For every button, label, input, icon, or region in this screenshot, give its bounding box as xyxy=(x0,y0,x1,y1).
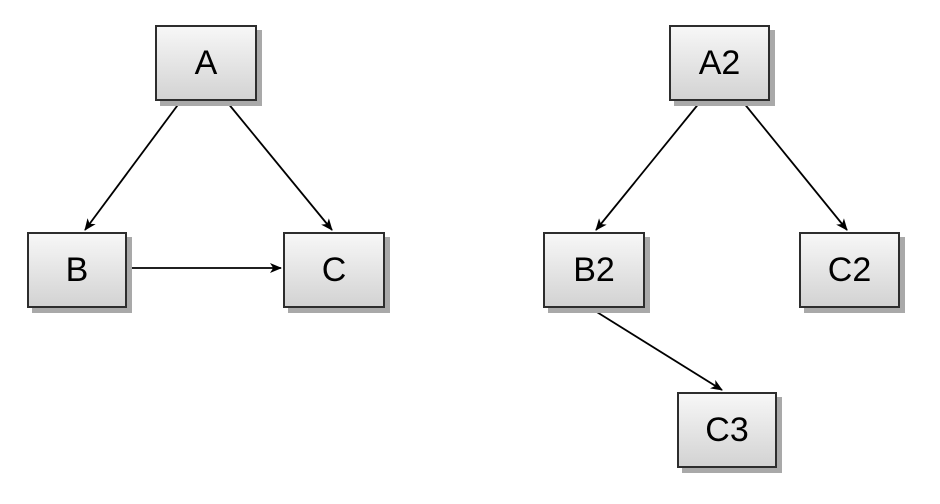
edge-B2-C3 xyxy=(591,308,723,391)
node-C: C xyxy=(283,232,385,308)
node-A2: A2 xyxy=(669,25,770,101)
node-A: A xyxy=(155,25,257,101)
edge-A-C xyxy=(226,101,333,231)
node-C3: C3 xyxy=(677,392,777,468)
node-B: B xyxy=(27,232,127,308)
edge-A2-B2 xyxy=(595,101,701,231)
node-C2: C2 xyxy=(799,232,900,308)
node-B2: B2 xyxy=(543,232,645,308)
edge-A-B xyxy=(84,101,181,231)
edge-A2-C2 xyxy=(742,101,848,231)
